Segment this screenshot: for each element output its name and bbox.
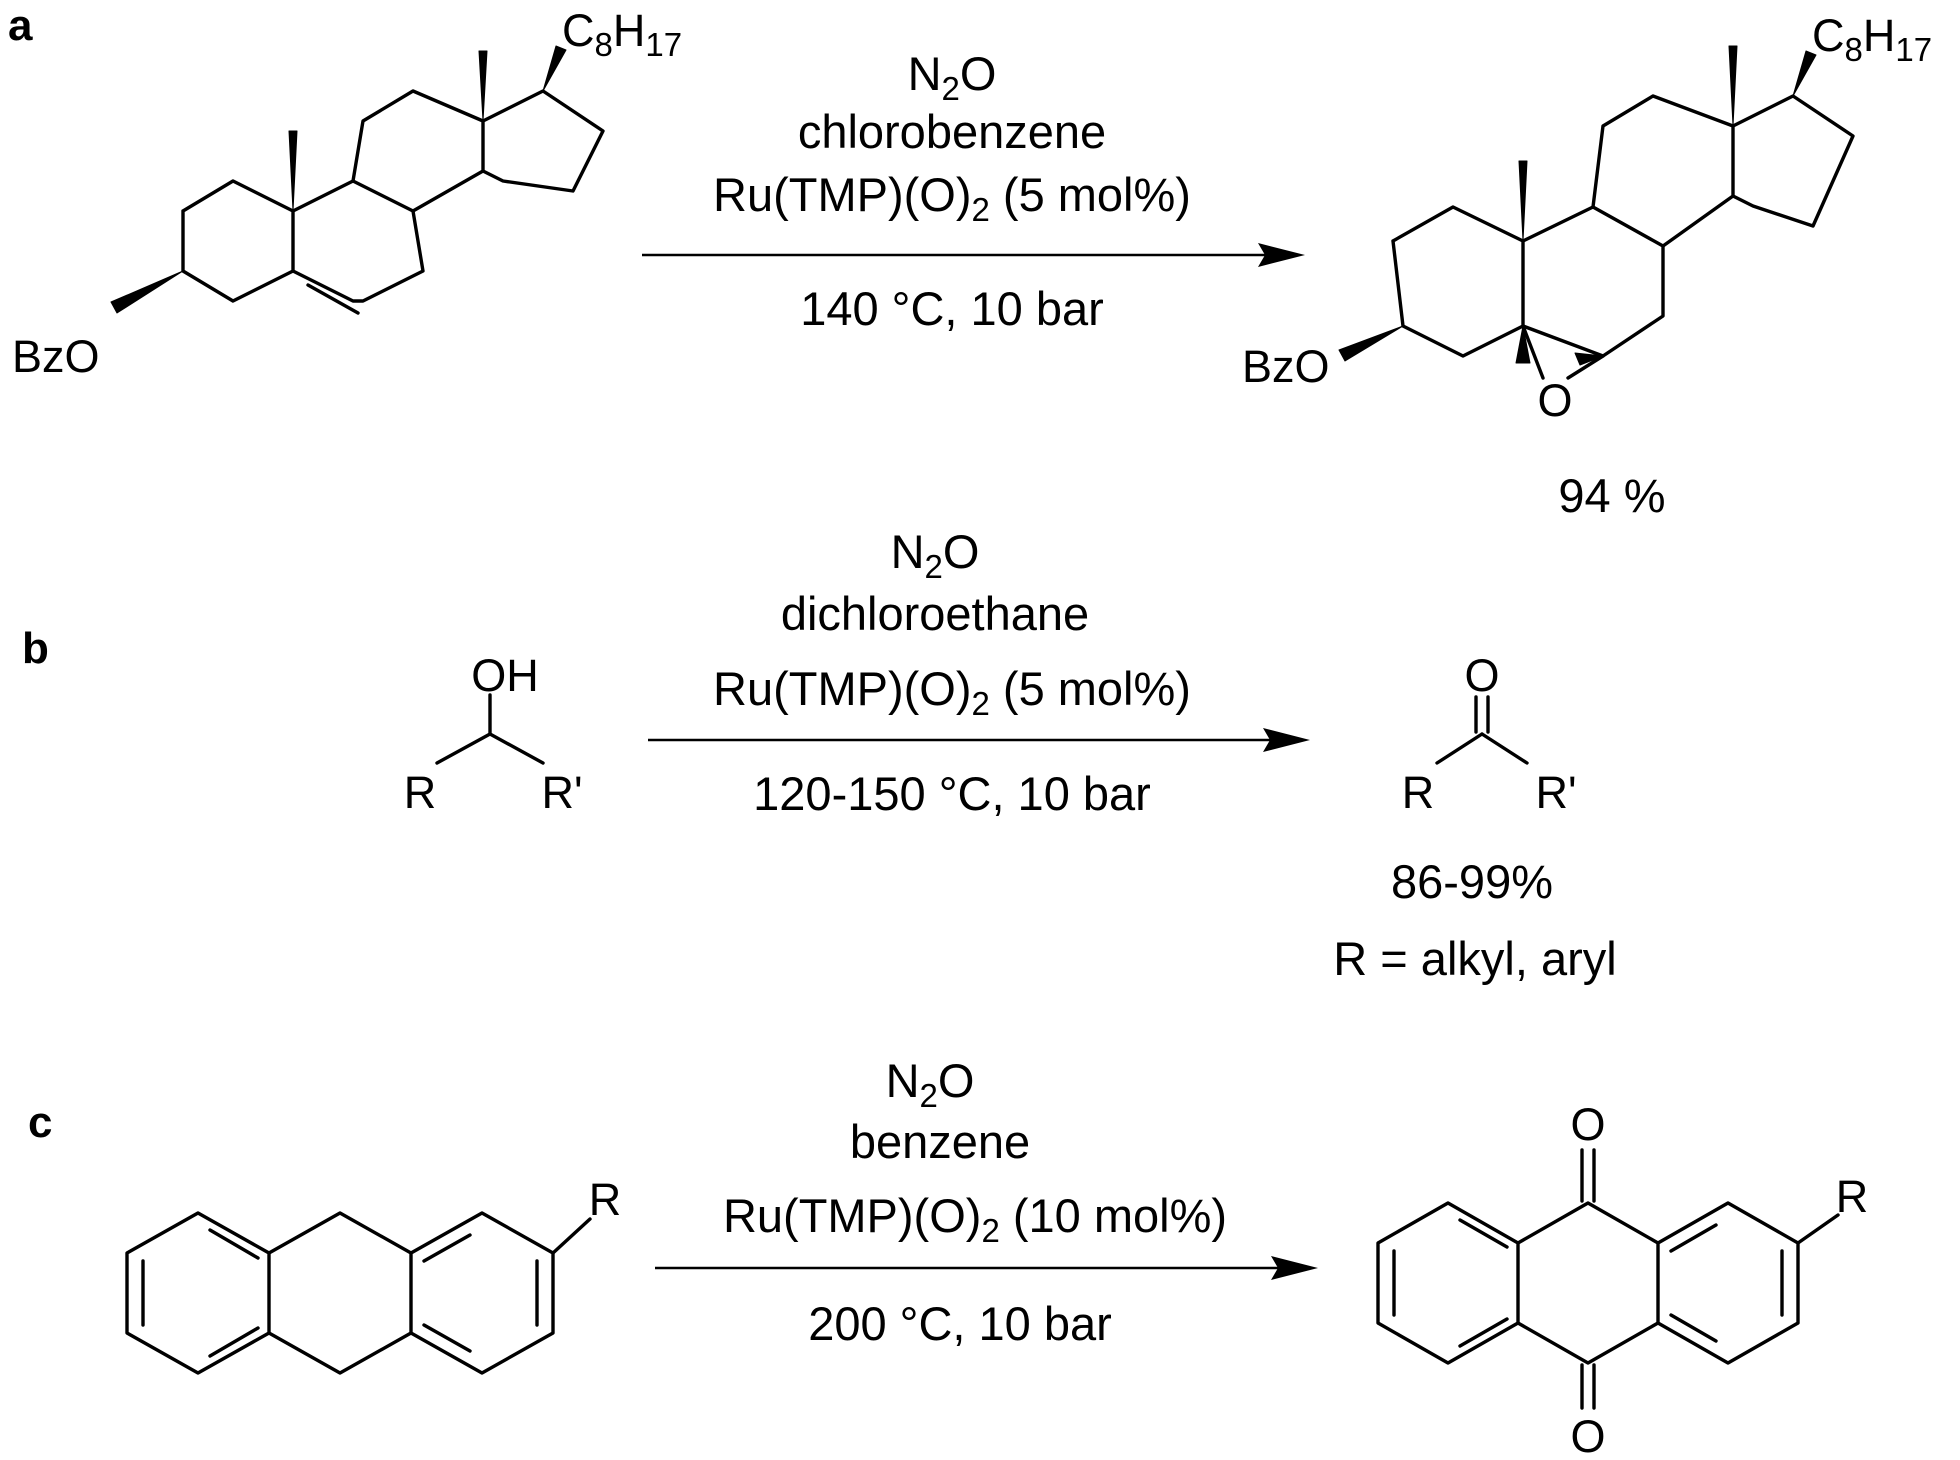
reagent-n2o-b: N2O	[891, 525, 980, 585]
bond-carbinol-r-prime	[488, 732, 545, 765]
right-ring-double-1	[422, 1233, 472, 1263]
c19-methyl-wedge	[288, 130, 298, 212]
c5-c6-double-bond	[306, 283, 360, 315]
product-a-epoxide: C8H17 BzO O	[1242, 10, 1932, 426]
right-ring-double-1-product	[1669, 1223, 1718, 1253]
ring-c-bonds	[351, 89, 485, 213]
panel-c: c R N2O benzene Ru(TMP)(O)2 (10 mol%) 20…	[28, 1054, 1868, 1460]
panel-a: a C8H17 BzO N2O chlorobenzene Ru(TMP)(O)…	[8, 1, 1932, 522]
arrow-head-b	[1263, 728, 1310, 752]
catalyst-a: Ru(TMP)(O)2 (5 mol%)	[713, 168, 1191, 228]
right-benzene-ring-product	[1656, 1201, 1800, 1365]
lower-quinone-bonds	[1516, 1321, 1660, 1365]
left-benzene-ring-product	[1376, 1201, 1520, 1365]
epoxide-bond-c5-o	[1521, 324, 1545, 380]
c6-epoxide-wedge	[1574, 352, 1604, 366]
reaction-arrow-a	[642, 243, 1305, 267]
lower-methylene-bonds	[267, 1331, 413, 1375]
carbonyl-oxygen-label-b: O	[1464, 650, 1499, 701]
catalyst-b: Ru(TMP)(O)2 (5 mol%)	[713, 662, 1191, 722]
bond-carbonyl-r-prime	[1480, 732, 1529, 765]
ring-a-bonds	[181, 179, 295, 303]
yield-b: 86-99%	[1391, 855, 1553, 908]
right-ring-double-3	[422, 1323, 472, 1353]
conditions-b: N2O dichloroethane Ru(TMP)(O)2 (5 mol%) …	[713, 525, 1191, 820]
reagent-n2o-c: N2O	[886, 1054, 975, 1114]
ring-d-bonds-product	[1731, 94, 1855, 228]
ring-b-bonds	[291, 179, 425, 303]
r-label-product: R	[1402, 767, 1435, 818]
ring-d-bonds	[481, 89, 605, 193]
r-label-reactant-c: R	[589, 1174, 622, 1225]
c5-epoxide-wedge	[1515, 325, 1531, 364]
reaction-arrow-c	[655, 1256, 1318, 1280]
bond-to-r-product	[1796, 1213, 1840, 1245]
sidechain-label-product: C8H17	[1812, 10, 1932, 68]
temperature-pressure-a: 140 °C, 10 bar	[800, 282, 1104, 335]
panel-label-a: a	[8, 1, 33, 50]
upper-carbonyl-oxygen-label: O	[1570, 1099, 1605, 1150]
c19-methyl-wedge-product	[1518, 160, 1528, 242]
solvent-a: chlorobenzene	[798, 105, 1106, 158]
c18-methyl-wedge-product	[1728, 45, 1738, 127]
c3-ester-wedge	[110, 270, 184, 314]
upper-methylene-bonds	[267, 1211, 413, 1255]
scope-b: R = alkyl, aryl	[1333, 932, 1616, 985]
yield-a: 94 %	[1558, 469, 1665, 522]
epoxide-oxygen-label: O	[1537, 375, 1572, 426]
temperature-pressure-b: 120-150 °C, 10 bar	[753, 767, 1151, 820]
ring-a-bonds-product	[1391, 205, 1525, 358]
epoxide-bond-c6-o	[1566, 354, 1605, 380]
bond-r-carbinol	[435, 732, 492, 765]
left-ring-double-3	[208, 1326, 260, 1358]
ring-b-bonds-product	[1521, 205, 1665, 358]
hydroxyl-label: OH	[471, 650, 539, 701]
conditions-a: N2O chlorobenzene Ru(TMP)(O)2 (5 mol%) 1…	[713, 47, 1191, 335]
c17-sidechain-wedge-product	[1792, 50, 1817, 97]
product-b-ketone: O R R'	[1402, 650, 1577, 818]
arrow-head-a	[1258, 243, 1305, 267]
upper-quinone-bonds	[1516, 1201, 1660, 1245]
c17-sidechain-wedge	[542, 45, 567, 92]
conditions-c: N2O benzene Ru(TMP)(O)2 (10 mol%) 200 °C…	[723, 1054, 1227, 1350]
c3-ester-wedge-product	[1338, 325, 1404, 362]
solvent-b: dichloroethane	[781, 587, 1089, 640]
reactant-c-dihydroanthracene: R	[125, 1174, 622, 1375]
left-benzene-ring	[125, 1211, 271, 1375]
catalyst-c: Ru(TMP)(O)2 (10 mol%)	[723, 1189, 1227, 1249]
left-ring-double-2-product	[1458, 1218, 1509, 1249]
r-prime-label-reactant: R'	[541, 767, 582, 818]
reactant-b-alcohol: OH R R'	[404, 650, 583, 818]
r-prime-label-product: R'	[1535, 767, 1576, 818]
temperature-pressure-c: 200 °C, 10 bar	[808, 1297, 1112, 1350]
left-ring-double-3-product	[1458, 1317, 1509, 1348]
ring-c-bonds-product	[1591, 94, 1735, 248]
benzoate-label-product: BzO	[1242, 341, 1330, 392]
reactant-a-steroid: C8H17 BzO	[12, 5, 682, 382]
sidechain-label-reactant: C8H17	[562, 5, 682, 63]
right-benzene-ring	[409, 1211, 555, 1375]
r-label-reactant: R	[404, 767, 437, 818]
panel-b: b OH R R' N2O dichloroethane Ru(TMP)(O)2…	[22, 525, 1617, 985]
panel-label-c: c	[28, 1098, 52, 1147]
right-ring-double-3-product	[1669, 1313, 1718, 1343]
c18-methyl-wedge	[478, 50, 488, 122]
left-ring-double-2	[208, 1228, 260, 1260]
bond-to-r-reactant	[551, 1217, 592, 1255]
r-label-product-c: R	[1836, 1171, 1869, 1222]
solvent-c: benzene	[850, 1115, 1030, 1168]
product-c-anthraquinone: O O R	[1376, 1099, 1869, 1460]
lower-carbonyl-oxygen-label: O	[1570, 1411, 1605, 1460]
arrow-head-c	[1271, 1256, 1318, 1280]
benzoate-label-reactant: BzO	[12, 331, 100, 382]
reagent-n2o-a: N2O	[908, 47, 997, 107]
reaction-arrow-b	[648, 728, 1310, 752]
panel-label-b: b	[22, 624, 49, 673]
bond-r-carbonyl	[1435, 732, 1484, 765]
